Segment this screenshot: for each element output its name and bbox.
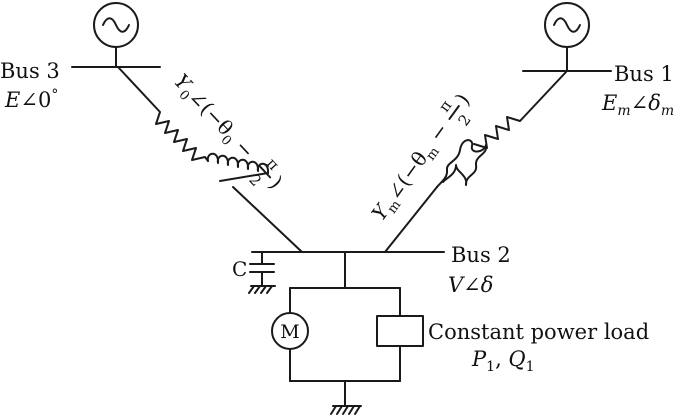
left-fraction-bar — [258, 164, 272, 179]
inductor-right — [442, 144, 488, 186]
load-label: Constant power load — [428, 320, 649, 344]
right-line-admittance: Ym∠(−θm − π 2 ) — [367, 89, 475, 227]
bus2-voltage: V∠δ — [448, 273, 493, 297]
inductor-left — [206, 152, 270, 174]
bus1-voltage: Em∠δm — [601, 91, 674, 119]
line-right-to-bus2 — [384, 186, 438, 253]
resistor-left — [117, 66, 209, 162]
left-pi: π — [263, 154, 283, 174]
line-left-to-bus2 — [232, 186, 303, 253]
ground-icon — [248, 285, 273, 294]
line-bus3-bus2 — [117, 66, 303, 253]
bus2-label: Bus 2 — [451, 243, 511, 267]
line-right-top — [519, 71, 567, 122]
right-pi: π — [435, 97, 455, 116]
right-denominator: 2 — [455, 111, 475, 129]
constant-power-load-box — [376, 315, 424, 347]
generator-bus3 — [93, 2, 139, 68]
ac-source-icon — [553, 17, 581, 33]
bus3-voltage: E∠0° — [4, 87, 58, 112]
right-admittance-text: Ym∠(−θm − — [367, 118, 457, 227]
left-denominator: 2 — [245, 171, 265, 190]
resistor-right — [473, 116, 521, 149]
right-close-paren: ) — [451, 89, 475, 109]
right-fraction-bar — [448, 105, 460, 120]
ac-source-icon — [102, 17, 130, 33]
capacitor — [248, 251, 276, 294]
capacitor-label: C — [232, 257, 247, 281]
line-bus1-bus2 — [384, 71, 567, 253]
bus1-label: Bus 1 — [614, 62, 674, 86]
motor-label: M — [280, 321, 299, 343]
left-admittance-text: Y0∠(−θ0 − — [166, 69, 259, 166]
generator-bus1 — [544, 2, 590, 72]
ground-icon — [330, 405, 361, 415]
inductor-right-coil — [436, 139, 487, 188]
load-power: P1, Q1 — [471, 347, 535, 375]
bus3-label: Bus 3 — [0, 59, 60, 83]
inductor-left-return — [219, 172, 269, 182]
